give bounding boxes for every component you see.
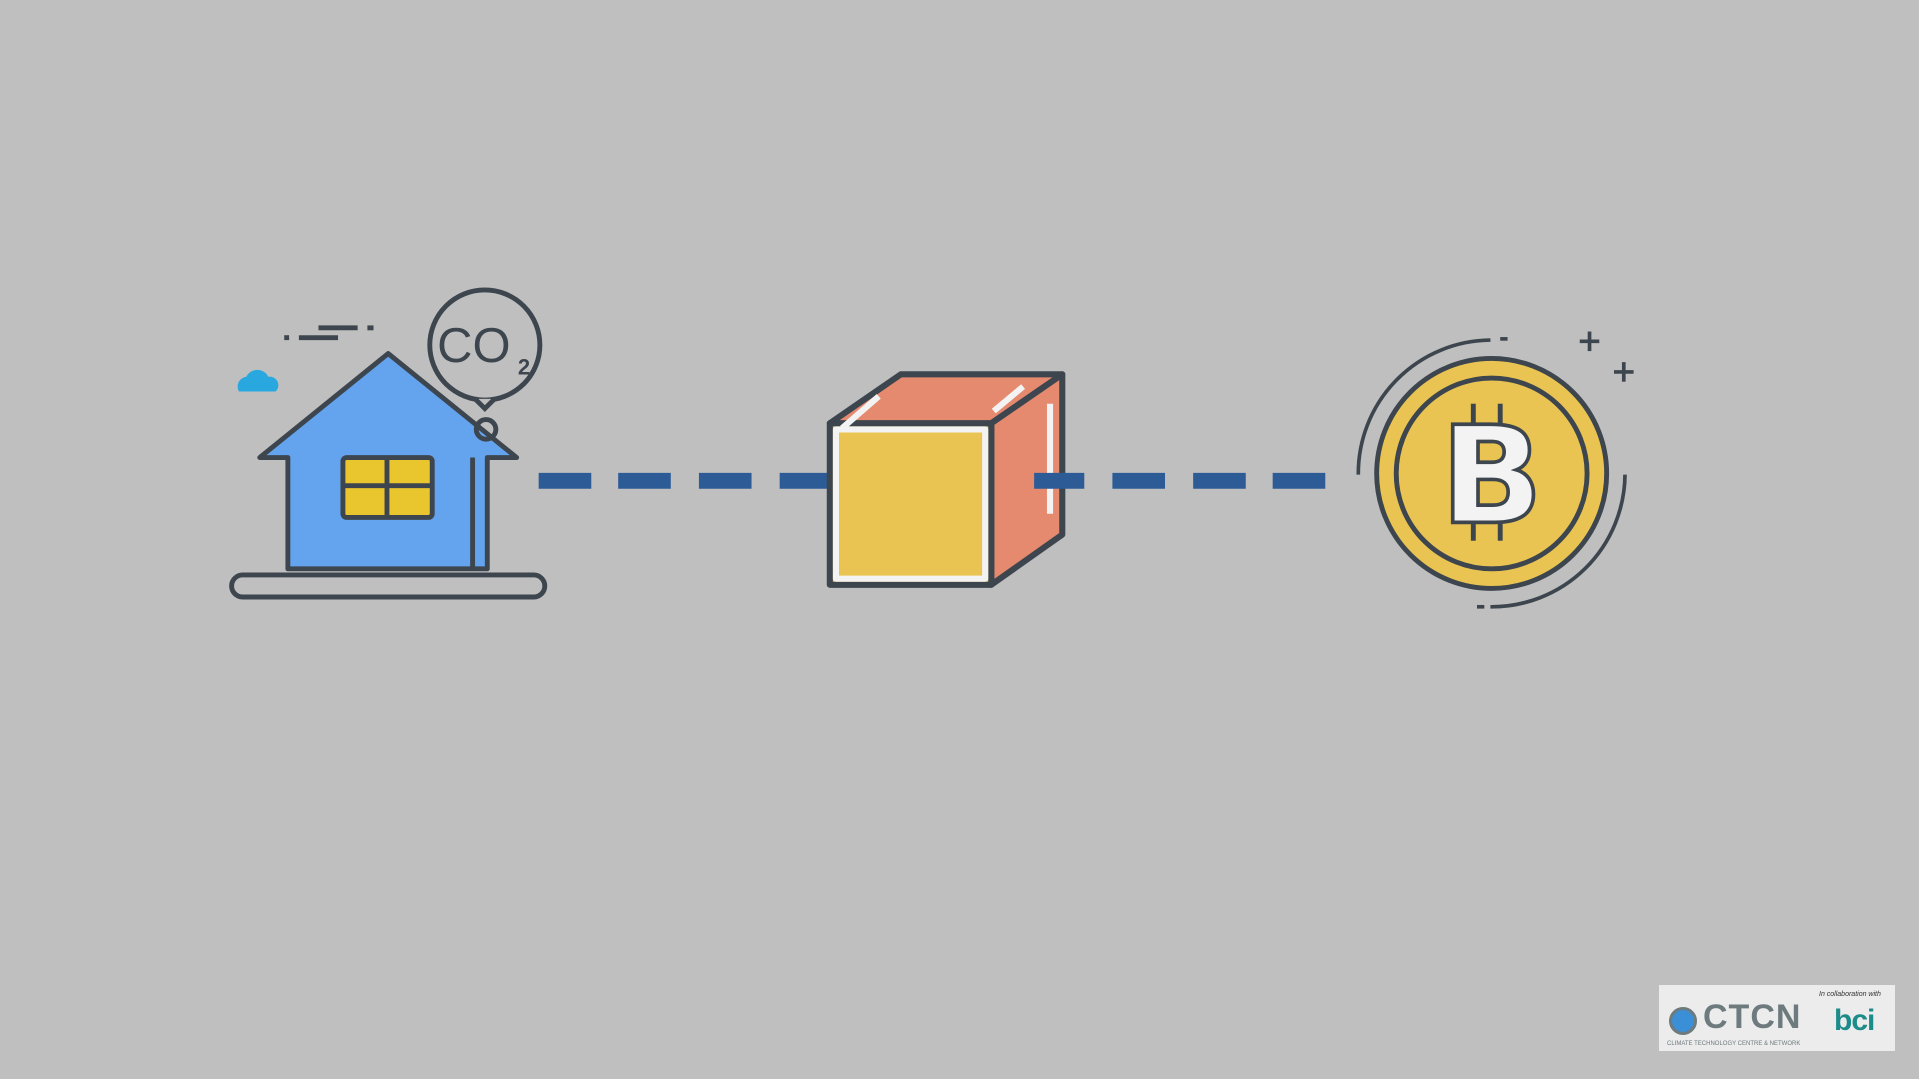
bitcoin-coin-icon: B xyxy=(1356,337,1627,609)
ctcn-logo-text: CTCN xyxy=(1703,998,1802,1036)
sparkle-icon xyxy=(1579,331,1634,382)
co2-bubble-icon: CO 2 xyxy=(427,287,543,442)
cloud-icon xyxy=(237,369,279,392)
bci-logo-text: bci xyxy=(1834,1004,1875,1037)
ctcn-bci-logo: CTCN CLIMATE TECHNOLOGY CENTRE & NETWORK… xyxy=(1659,985,1895,1051)
bitcoin-symbol: B xyxy=(1440,397,1543,554)
collaboration-text: In collaboration with xyxy=(1819,991,1881,998)
co2-subscript: 2 xyxy=(518,354,530,379)
globe-icon xyxy=(1669,1007,1697,1035)
co2-text: CO xyxy=(437,319,510,373)
house-icon xyxy=(229,325,548,600)
block-cube-icon xyxy=(826,371,1066,588)
ctcn-subtitle: CLIMATE TECHNOLOGY CENTRE & NETWORK xyxy=(1667,1041,1801,1047)
